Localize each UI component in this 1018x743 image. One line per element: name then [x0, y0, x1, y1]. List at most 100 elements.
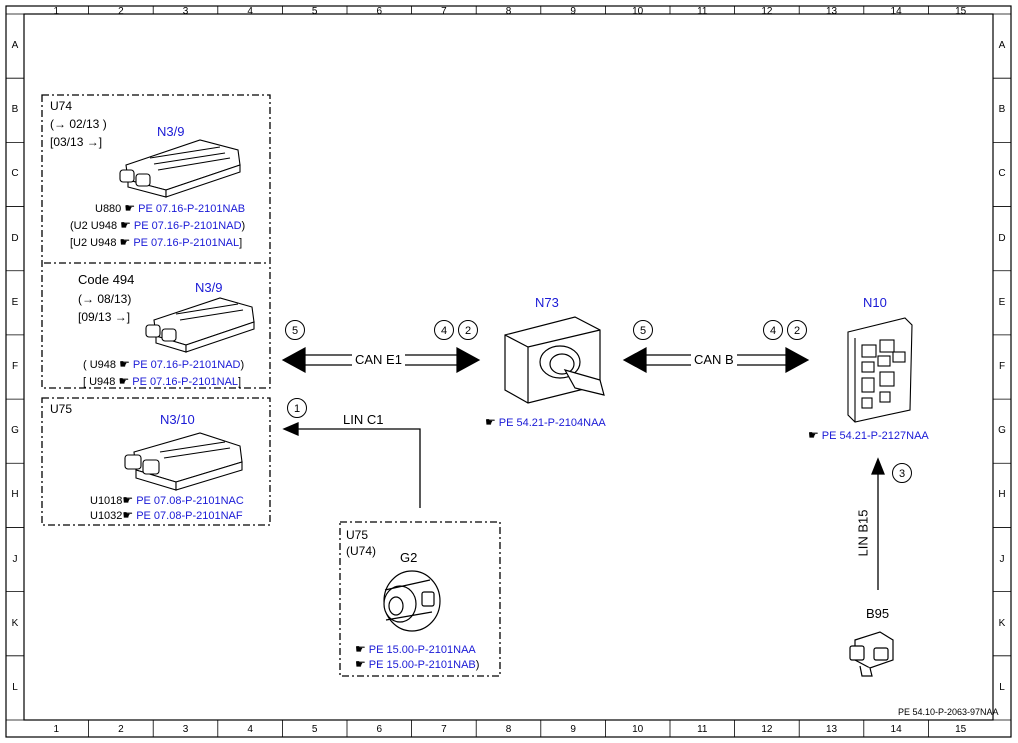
ref-suffix: ]	[238, 376, 242, 388]
u75-label: U75	[50, 402, 73, 416]
grid-row-label-left-H: H	[11, 489, 19, 501]
g2-group-label-2: (U74)	[346, 544, 377, 558]
grid-column-label-bottom-9: 9	[570, 724, 576, 735]
ref-prefix: [ U948	[83, 376, 116, 388]
can-b-connector-2: 2	[787, 320, 807, 340]
ref-prefix: U880	[95, 203, 122, 215]
u74-label: U74	[50, 99, 73, 113]
g2-label: G2	[400, 550, 418, 565]
can-e1-connector-4: 4	[434, 320, 454, 340]
grid-row-label-left-E: E	[11, 296, 19, 308]
pointing-hand-icon: ☛	[808, 428, 819, 442]
grid-column-label-top-7: 7	[441, 6, 447, 17]
grid-row-label-left-L: L	[12, 681, 18, 693]
u74-ref-1[interactable]: U880 ☛PE 07.16-P-2101NAB	[95, 202, 245, 216]
n3-9-module-drawing-1	[119, 139, 241, 198]
ref-code: PE 15.00-P-2101NAA	[368, 644, 476, 656]
ref-code: PE 07.16-P-2101NAD	[132, 359, 241, 371]
grid-column-label-bottom-3: 3	[182, 724, 189, 735]
pointing-hand-icon: ☛	[355, 657, 366, 671]
grid-column-label-top-8: 8	[505, 6, 512, 17]
pointing-hand-icon: ☛	[124, 201, 136, 215]
u74-date-1: (→ 02/13 )	[50, 117, 107, 131]
u75-ref-2[interactable]: U1032☛PE 07.08-P-2101NAF	[90, 509, 243, 523]
grid-column-label-top-13: 13	[825, 6, 838, 17]
grid-row-label-right-H: H	[998, 489, 1006, 501]
n3-10-label: N3/10	[160, 412, 195, 427]
code-494-date-1: (→ 08/13)	[78, 292, 132, 306]
ref-code: PE 07.16-P-2101NAL	[132, 376, 239, 388]
n3-10-module-drawing	[124, 432, 243, 491]
can-e1-connector-5: 5	[285, 320, 305, 340]
n10-ref[interactable]: ☛PE 54.21-P-2127NAA	[808, 429, 929, 443]
grid-column-label-top-6: 6	[376, 6, 383, 17]
grid-column-label-top-14: 14	[890, 6, 902, 17]
ref-code: PE 07.08-P-2101NAC	[136, 495, 244, 507]
can-b-label: CAN B	[691, 353, 737, 367]
ref-suffix: )	[241, 220, 246, 232]
n10-label: N10	[863, 295, 887, 310]
lin-b15-connector-3: 3	[892, 463, 912, 483]
ref-code: PE 54.21-P-2127NAA	[821, 430, 929, 442]
u75-ref-1[interactable]: U1018☛PE 07.08-P-2101NAC	[90, 494, 244, 508]
grid-column-label-bottom-14: 14	[890, 724, 902, 735]
grid-column-label-bottom-1: 1	[53, 724, 60, 735]
can-b-connector-4: 4	[763, 320, 783, 340]
grid-row-label-left-G: G	[11, 425, 19, 437]
ref-code: PE 07.16-P-2101NAL	[133, 237, 240, 249]
ref-prefix: ( U948	[83, 359, 117, 371]
pointing-hand-icon: ☛	[120, 218, 131, 232]
lin-c1-connector-1: 1	[287, 398, 307, 418]
ref-prefix: U1032	[90, 510, 123, 522]
ref-suffix: ]	[239, 237, 243, 249]
u74-ref-2[interactable]: (U2 U948 ☛PE 07.16-P-2101NAD)	[70, 219, 245, 233]
u74-ref-3[interactable]: [U2 U948 ☛PE 07.16-P-2101NAL]	[70, 236, 242, 250]
grid-column-label-bottom-11: 11	[697, 724, 708, 735]
n3-9-label-2: N3/9	[195, 280, 223, 295]
n10-drawing	[847, 317, 913, 423]
n3-9-module-drawing-2	[145, 297, 255, 353]
grid-row-label-right-G: G	[998, 425, 1006, 437]
grid-column-label-bottom-7: 7	[441, 724, 447, 735]
ref-code: PE 07.08-P-2101NAF	[136, 510, 243, 522]
u74-date-2: [03/13 →]	[50, 135, 103, 149]
grid-row-label-right-K: K	[998, 617, 1006, 629]
grid-column-label-bottom-8: 8	[505, 724, 512, 735]
grid-row-label-left-J: J	[12, 553, 18, 565]
ref-prefix: (U2 U948	[70, 220, 118, 232]
grid-column-label-bottom-13: 13	[825, 724, 838, 735]
pointing-hand-icon: ☛	[355, 642, 366, 656]
pointing-hand-icon: ☛	[122, 508, 134, 522]
grid-row-label-left-K: K	[11, 617, 19, 629]
g2-drawing	[383, 570, 441, 632]
g2-ref-1[interactable]: ☛PE 15.00-P-2101NAA	[355, 643, 476, 657]
b95-drawing	[849, 631, 894, 677]
ref-code: PE 07.16-P-2101NAB	[138, 203, 246, 215]
grid-row-label-right-L: L	[999, 681, 1005, 693]
pointing-hand-icon: ☛	[485, 415, 496, 429]
document-code: PE 54.10-P-2063-97NAA	[898, 707, 999, 717]
grid-row-label-right-F: F	[998, 361, 1006, 372]
code-494-date-2: [09/13 →]	[78, 310, 131, 324]
code-494-label: Code 494	[78, 272, 135, 287]
ref-prefix: U1018	[90, 495, 123, 507]
pointing-hand-icon: ☛	[122, 493, 134, 507]
ref-prefix: [U2 U948	[70, 237, 117, 249]
g2-group-label-1: U75	[346, 528, 369, 542]
grid-column-label-bottom-12: 12	[761, 724, 773, 735]
pointing-hand-icon: ☛	[119, 357, 130, 371]
can-b-connector-5: 5	[633, 320, 653, 340]
grid-column-label-top-12: 12	[761, 6, 773, 17]
ref-suffix: )	[475, 659, 480, 671]
grid-column-label-top-15: 15	[955, 6, 967, 17]
can-e1-label: CAN E1	[352, 353, 405, 367]
g2-ref-2[interactable]: ☛PE 15.00-P-2101NAB)	[355, 658, 479, 672]
code-494-ref-2[interactable]: [ U948 ☛PE 07.16-P-2101NAL]	[83, 375, 241, 389]
grid-column-label-bottom-2: 2	[118, 724, 124, 735]
grid-row-label-right-D: D	[998, 232, 1006, 244]
code-494-ref-1[interactable]: ( U948 ☛PE 07.16-P-2101NAD)	[83, 358, 244, 372]
n73-ref[interactable]: ☛PE 54.21-P-2104NAA	[485, 416, 606, 430]
pointing-hand-icon: ☛	[119, 235, 131, 249]
ref-code: PE 54.21-P-2104NAA	[498, 417, 606, 429]
